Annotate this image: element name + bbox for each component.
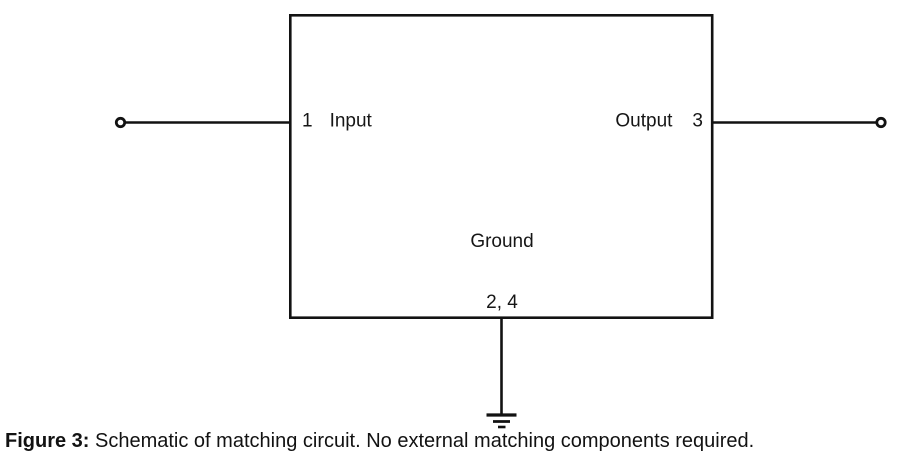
output-pin-name: Output [615, 110, 673, 132]
figure-caption: Figure 3: Schematic of matching circuit.… [5, 429, 754, 453]
output-pin-label: Output 3 [615, 111, 703, 133]
input-pin-name: Input [329, 110, 372, 132]
input-pin-label: 1 Input [302, 111, 372, 133]
output-terminal-icon [875, 116, 887, 129]
input-pin-number: 1 [302, 110, 313, 132]
input-terminal-icon [114, 116, 127, 129]
schematic-lines [114, 14, 887, 429]
ground-label: Ground [470, 231, 534, 252]
output-pin-number: 3 [692, 110, 703, 132]
ground-pins-label: 2, 4 [486, 292, 518, 313]
ground-symbol-icon [486, 413, 517, 429]
component-box [288, 14, 714, 319]
figure-caption-text: Schematic of matching circuit. No extern… [89, 430, 755, 452]
figure-caption-label: Figure 3: [5, 430, 90, 452]
